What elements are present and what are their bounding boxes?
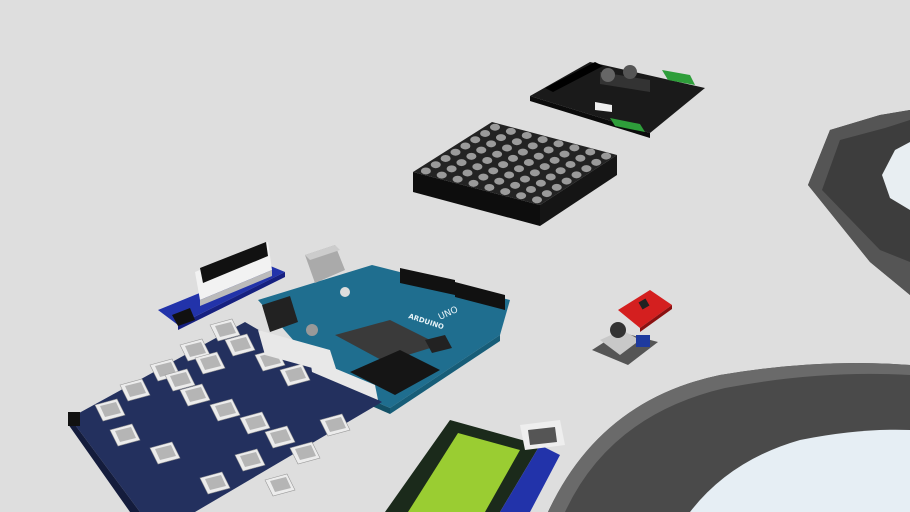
led-dot [468, 179, 479, 187]
grove-connector-socket [200, 355, 221, 370]
led-dot [476, 146, 487, 154]
led-dot [520, 175, 530, 183]
led-dot [575, 154, 586, 162]
accelerometer-module [618, 290, 672, 332]
led-dot [505, 127, 516, 135]
led-dot [502, 144, 512, 152]
led-dot [490, 123, 500, 131]
led-dot [452, 175, 463, 183]
led-dot [561, 177, 572, 185]
led-dot [511, 138, 522, 146]
led-dot [569, 144, 580, 152]
led-dot [549, 156, 560, 164]
led-dot [486, 140, 497, 148]
led-dot [601, 152, 612, 160]
led-dot [539, 163, 550, 171]
grove-connector-socket [215, 402, 236, 417]
led-dot [516, 192, 527, 200]
led-dot [508, 154, 518, 162]
motor-driver-board [530, 62, 705, 138]
led-dot [526, 185, 536, 193]
grove-connector-socket [185, 387, 206, 402]
ring-bottom-right [548, 362, 910, 512]
led-dot [478, 173, 489, 181]
led-dot [559, 150, 570, 158]
led-dot [450, 148, 461, 156]
grove-connector-socket [155, 445, 176, 460]
grove-connector-socket [270, 477, 291, 492]
led-dot [529, 169, 540, 177]
led-dot [514, 165, 524, 173]
grove-connector-socket [100, 402, 121, 417]
grove-connector-socket [185, 342, 206, 357]
grove-connectors [94, 318, 351, 497]
led-dot [460, 142, 471, 150]
led-dot [537, 136, 548, 144]
led-dot [535, 179, 546, 187]
lcd-display [385, 420, 565, 512]
led-dot [498, 161, 509, 169]
grove-connector-socket [215, 322, 236, 337]
led-dot [581, 165, 592, 173]
led-dot [591, 158, 602, 166]
led-dot [543, 146, 554, 154]
led-dot [484, 183, 495, 191]
led-dots [420, 123, 612, 204]
led-dot [430, 161, 441, 169]
led-dot [532, 196, 542, 204]
led-dot [585, 148, 596, 156]
grove-connector-socket [285, 367, 306, 382]
led-dot [436, 171, 447, 179]
grove-connector-socket [240, 452, 261, 467]
led-dot [494, 177, 505, 185]
grove-connector-socket [270, 429, 291, 444]
led-dot [517, 148, 528, 156]
grove-connector-socket [115, 427, 136, 442]
led-dot [462, 169, 473, 177]
grove-connector-socket [245, 415, 266, 430]
led-dot [446, 165, 457, 173]
led-dot [521, 131, 532, 139]
led-dot [551, 183, 562, 191]
grove-base-shield [68, 318, 382, 512]
led-matrix-8x8 [413, 122, 617, 226]
led-bar-graph [158, 242, 285, 330]
led-dot [492, 150, 503, 158]
led-dot [440, 154, 451, 162]
grove-connector-socket [230, 337, 251, 352]
led-dot [500, 188, 511, 196]
led-dot [565, 160, 576, 168]
led-dot [545, 173, 556, 181]
led-dot [541, 190, 552, 198]
led-dot [470, 136, 481, 144]
led-dot [553, 140, 564, 148]
grove-connector-socket [325, 417, 346, 432]
led-dot [510, 181, 521, 189]
led-dot [456, 159, 467, 167]
led-dot [420, 167, 431, 175]
led-dot [571, 171, 582, 179]
ring-top-right [808, 110, 910, 295]
grove-connector-socket [205, 475, 226, 490]
led-dot [480, 129, 491, 137]
led-dot [466, 152, 477, 160]
grove-connector-socket [170, 372, 191, 387]
led-dot [488, 167, 499, 175]
led-dot [472, 163, 483, 171]
microphone-module [592, 322, 658, 365]
led-dot [496, 134, 506, 142]
led-dot [523, 158, 534, 166]
led-dot [527, 142, 538, 150]
grove-connector-socket [125, 382, 146, 397]
grove-connector-socket [295, 445, 316, 460]
led-dot [504, 171, 515, 179]
led-dot [555, 167, 566, 175]
led-dot [482, 156, 493, 164]
led-dot [533, 152, 544, 160]
